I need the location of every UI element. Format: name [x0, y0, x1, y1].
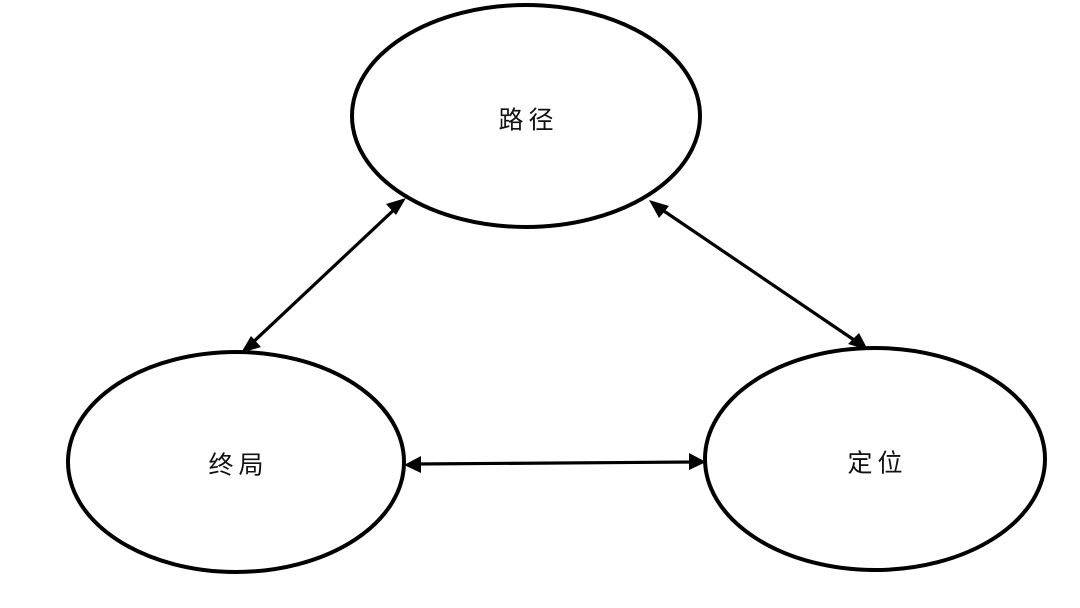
edge-lujing-dingwei-line [657, 205, 861, 346]
node-zhongju-shape[interactable] [66, 350, 406, 574]
edge-lujing-dingwei[interactable] [649, 200, 868, 350]
edge-zhongju-lujing-line [248, 204, 400, 347]
edge-zhongju-dingwei[interactable] [404, 453, 706, 473]
edge-zhongju-lujing-arrowhead-to-zhongju [241, 336, 261, 353]
edge-zhongju-lujing[interactable] [241, 198, 406, 353]
node-dingwei-shape[interactable] [703, 346, 1047, 572]
node-lujing-shape[interactable] [350, 3, 702, 229]
edge-zhongju-dingwei-arrowhead-to-dingwei [689, 453, 706, 470]
edge-lujing-dingwei-arrowhead-to-lujing [649, 200, 669, 218]
edge-zhongju-dingwei-arrowhead-to-zhongju [404, 456, 421, 473]
edge-zhongju-dingwei-line [415, 460, 695, 466]
edge-lujing-dingwei-arrowhead-to-dingwei [848, 333, 868, 350]
node-zhongju-label: 终局 [208, 450, 269, 480]
edge-zhongju-lujing-arrowhead-to-lujing [386, 198, 406, 215]
node-dingwei-label: 定位 [847, 448, 908, 478]
node-lujing-label: 路径 [498, 105, 559, 135]
